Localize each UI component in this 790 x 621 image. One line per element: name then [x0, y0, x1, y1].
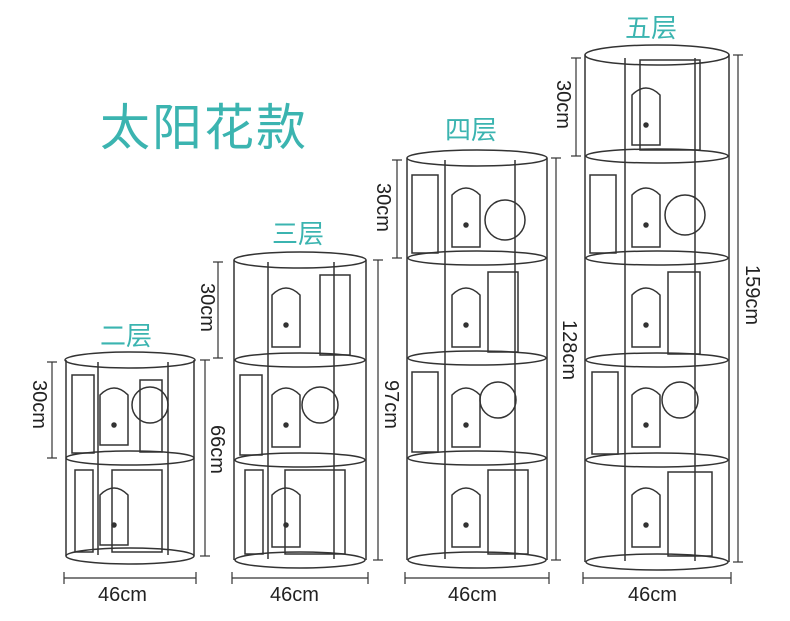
width-label-4: 46cm: [448, 584, 497, 606]
bookshelf-3-tier: [233, 251, 367, 569]
width-label-2: 46cm: [98, 584, 147, 606]
total-height-label-4: 128cm: [558, 320, 580, 381]
total-height-label-2: 66cm: [206, 425, 228, 474]
bookshelf-4-tier: [406, 149, 548, 569]
tier-label-2: 二层: [100, 322, 153, 352]
bookshelf-5-tier: [584, 44, 730, 571]
bookshelf-2-tier: [64, 351, 196, 565]
width-label-3: 46cm: [270, 584, 319, 606]
tier-height-label-3: 30cm: [196, 283, 218, 332]
product-title: 太阳花款: [100, 99, 308, 157]
total-height-label-5: 159cm: [741, 265, 763, 326]
total-height-label-3: 97cm: [380, 380, 402, 429]
tier-label-3: 三层: [272, 220, 325, 250]
width-label-5: 46cm: [628, 584, 677, 606]
tier-label-5: 五层: [625, 14, 678, 44]
tier-height-label-2: 30cm: [28, 380, 50, 429]
tier-height-label-5: 30cm: [552, 80, 574, 129]
tier-label-4: 四层: [445, 116, 498, 146]
tier-height-label-4: 30cm: [372, 183, 394, 232]
dimension-lines: [47, 54, 743, 584]
